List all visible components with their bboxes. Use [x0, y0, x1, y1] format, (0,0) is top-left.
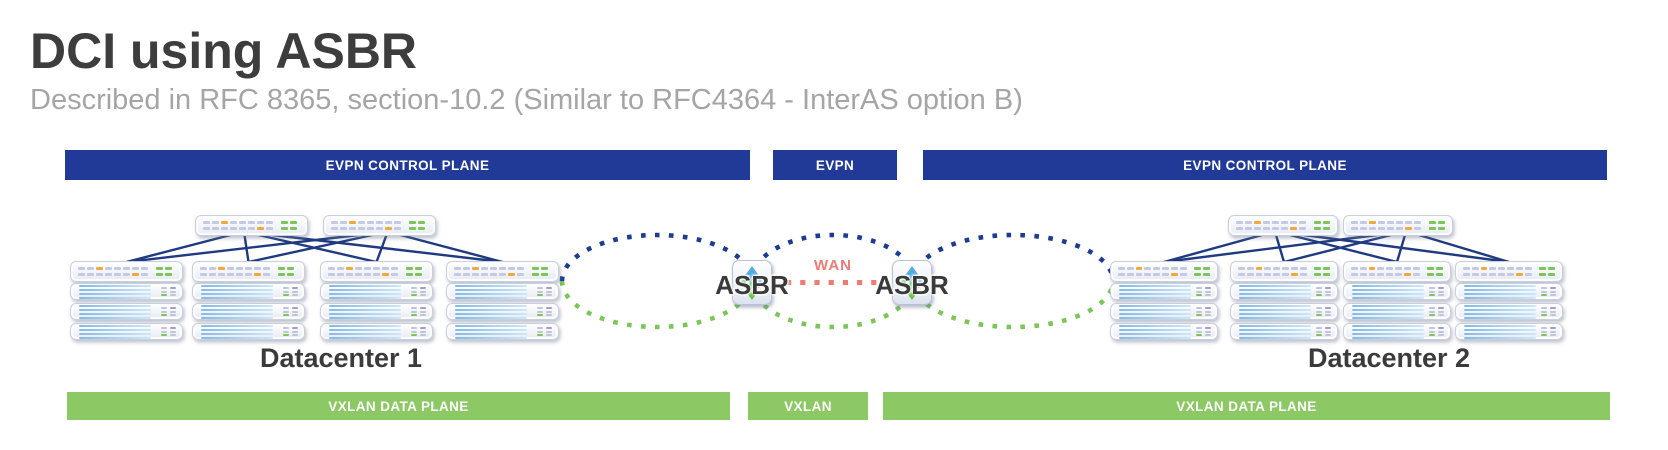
- dc2-server-rack-4-1: [1455, 283, 1563, 300]
- dc1-leaf-switch-3: [320, 261, 433, 282]
- dc2-server-rack-3-2: [1343, 303, 1451, 320]
- dc2-server-rack-2-2: [1230, 303, 1338, 320]
- vxlan-banner-0: VXLAN DATA PLANE: [67, 392, 730, 420]
- dc1-server-rack-3-3: [320, 323, 433, 340]
- dc2-leaf-switch-3: [1343, 261, 1451, 282]
- datacenter-1-label: Datacenter 1: [259, 343, 423, 373]
- dc1-server-rack-2-3: [192, 323, 305, 340]
- dc1-spine-switch-1: [195, 215, 308, 236]
- dc1-spine-switch-2: [323, 215, 436, 236]
- vxlan-dotted-arc-3: [910, 280, 1116, 330]
- dc1-leaf-switch-4: [446, 261, 559, 282]
- spine-leaf-link: [126, 233, 231, 264]
- evpn-banner-1: EVPN: [773, 150, 897, 180]
- dc1-server-rack-3-2: [320, 303, 433, 320]
- vxlan-banner-2: VXLAN DATA PLANE: [883, 392, 1610, 420]
- dc2-server-rack-3-1: [1343, 283, 1451, 300]
- spine-leaf-link: [1395, 234, 1407, 263]
- dc1-server-rack-1-3: [70, 323, 183, 340]
- dc2-server-rack-2-1: [1230, 283, 1338, 300]
- spine-leaf-link: [1289, 233, 1398, 264]
- dc1-server-rack-4-1: [446, 283, 559, 300]
- vxlan-dotted-arc-2: [749, 280, 917, 330]
- dc2-server-rack-1-2: [1110, 303, 1218, 320]
- spine-leaf-link: [258, 233, 377, 264]
- wan-link-label: WAN: [814, 257, 852, 274]
- dc2-leaf-switch-2: [1230, 261, 1338, 282]
- evpn-banner-2: EVPN CONTROL PLANE: [923, 150, 1607, 180]
- dc2-spine-switch-1: [1228, 215, 1338, 236]
- asbr-left-label: ASBR: [715, 270, 789, 300]
- spine-leaf-link: [400, 233, 503, 264]
- spine-leaf-link: [1163, 233, 1378, 264]
- evpn-dotted-arc-2: [749, 232, 917, 282]
- vxlan-dotted-arc-1: [559, 280, 755, 330]
- dc1-server-rack-1-1: [70, 283, 183, 300]
- dc2-leaf-switch-4: [1455, 261, 1563, 282]
- spine-leaf-link: [248, 233, 373, 264]
- dc1-leaf-switch-2: [192, 261, 305, 282]
- vxlan-banner-1: VXLAN: [748, 392, 868, 420]
- spine-leaf-link: [1418, 233, 1510, 264]
- dc2-leaf-switch-1: [1110, 261, 1218, 282]
- spine-leaf-link: [1283, 233, 1392, 264]
- dc1-server-rack-1-2: [70, 303, 183, 320]
- spine-leaf-link: [375, 234, 388, 263]
- dc2-server-rack-4-2: [1455, 303, 1563, 320]
- dc1-server-rack-4-3: [446, 323, 559, 340]
- evpn-dotted-arc-3: [910, 232, 1116, 282]
- dc2-server-rack-1-3: [1110, 323, 1218, 340]
- datacenter-2-label: Datacenter 2: [1307, 343, 1471, 373]
- dc2-server-rack-3-3: [1343, 323, 1451, 340]
- asbr-router-icon-right: [892, 260, 932, 305]
- evpn-dotted-arc-1: [559, 232, 755, 282]
- asbr-router-icon-left: [732, 260, 772, 305]
- dc1-server-rack-2-2: [192, 303, 305, 320]
- dc1-server-rack-2-1: [192, 283, 305, 300]
- dc1-server-rack-3-1: [320, 283, 433, 300]
- dc2-server-rack-1-1: [1110, 283, 1218, 300]
- dc2-server-rack-4-3: [1455, 323, 1563, 340]
- asbr-right-label: ASBR: [875, 270, 949, 300]
- spine-leaf-link: [126, 233, 359, 264]
- evpn-banner-0: EVPN CONTROL PLANE: [65, 150, 750, 180]
- four-way-arrows-icon: [738, 265, 766, 300]
- dc1-leaf-switch-1: [70, 261, 183, 282]
- four-way-arrows-icon: [898, 265, 926, 300]
- dc2-server-rack-2-3: [1230, 323, 1338, 340]
- dc1-server-rack-4-2: [446, 303, 559, 320]
- page-subtitle: Described in RFC 8365, section-10.2 (Sim…: [30, 84, 1023, 116]
- dc2-spine-switch-2: [1343, 215, 1453, 236]
- spine-leaf-link: [1163, 233, 1263, 264]
- page-title: DCI using ASBR: [30, 23, 418, 79]
